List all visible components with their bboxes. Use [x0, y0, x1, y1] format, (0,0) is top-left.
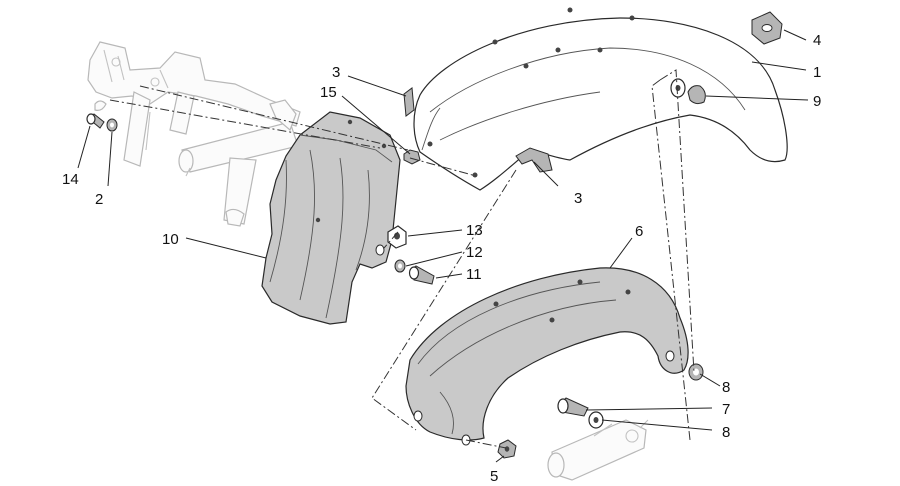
screw-part-11: [408, 265, 435, 285]
callout-labels: 1 2 3 3 4 5 6 7 8 8 9 10 11 12 13 14 15: [62, 32, 821, 485]
callout-7: 7: [722, 401, 730, 418]
lower-mudguard-part-6: [405, 267, 689, 446]
callout-8-lower: 8: [722, 424, 730, 441]
callout-3-upper: 3: [332, 64, 340, 81]
callout-13: 13: [466, 222, 483, 239]
spacer-part-13: [387, 225, 407, 249]
bracket-part-3-lower: [515, 147, 553, 173]
callout-12: 12: [466, 244, 483, 261]
callout-2: 2: [95, 191, 103, 208]
callout-14: 14: [62, 171, 79, 188]
callout-5: 5: [490, 468, 498, 485]
washer-part-8-upper: [688, 363, 704, 381]
callout-8-upper: 8: [722, 379, 730, 396]
inner-mudflap-part-10: [261, 111, 401, 325]
nut-part-5: [497, 439, 517, 459]
cap-nut-part-9: [670, 78, 706, 105]
rear-mudguard-part-1: [413, 7, 788, 191]
nut-part-15: [403, 149, 421, 165]
washer-part-12: [394, 259, 406, 273]
grommet-part-4: [751, 11, 783, 45]
ghost-frame: [87, 41, 301, 227]
leader-lines: [77, 29, 809, 463]
callout-10: 10: [162, 231, 179, 248]
callout-1: 1: [813, 64, 821, 81]
callout-3-lower: 3: [574, 190, 582, 207]
callout-4: 4: [813, 32, 821, 49]
washer-part-8-lower: [588, 411, 604, 429]
screw-part-14: [86, 113, 105, 129]
bracket-part-3-upper: [403, 87, 415, 117]
callout-6: 6: [635, 223, 643, 240]
assembly-lines: [109, 69, 695, 449]
callout-9: 9: [813, 93, 821, 110]
screw-part-7: [557, 397, 589, 417]
washer-part-2: [106, 118, 118, 132]
callout-15: 15: [320, 84, 337, 101]
callout-11: 11: [466, 266, 482, 283]
ghost-fork-leg: [547, 419, 649, 481]
